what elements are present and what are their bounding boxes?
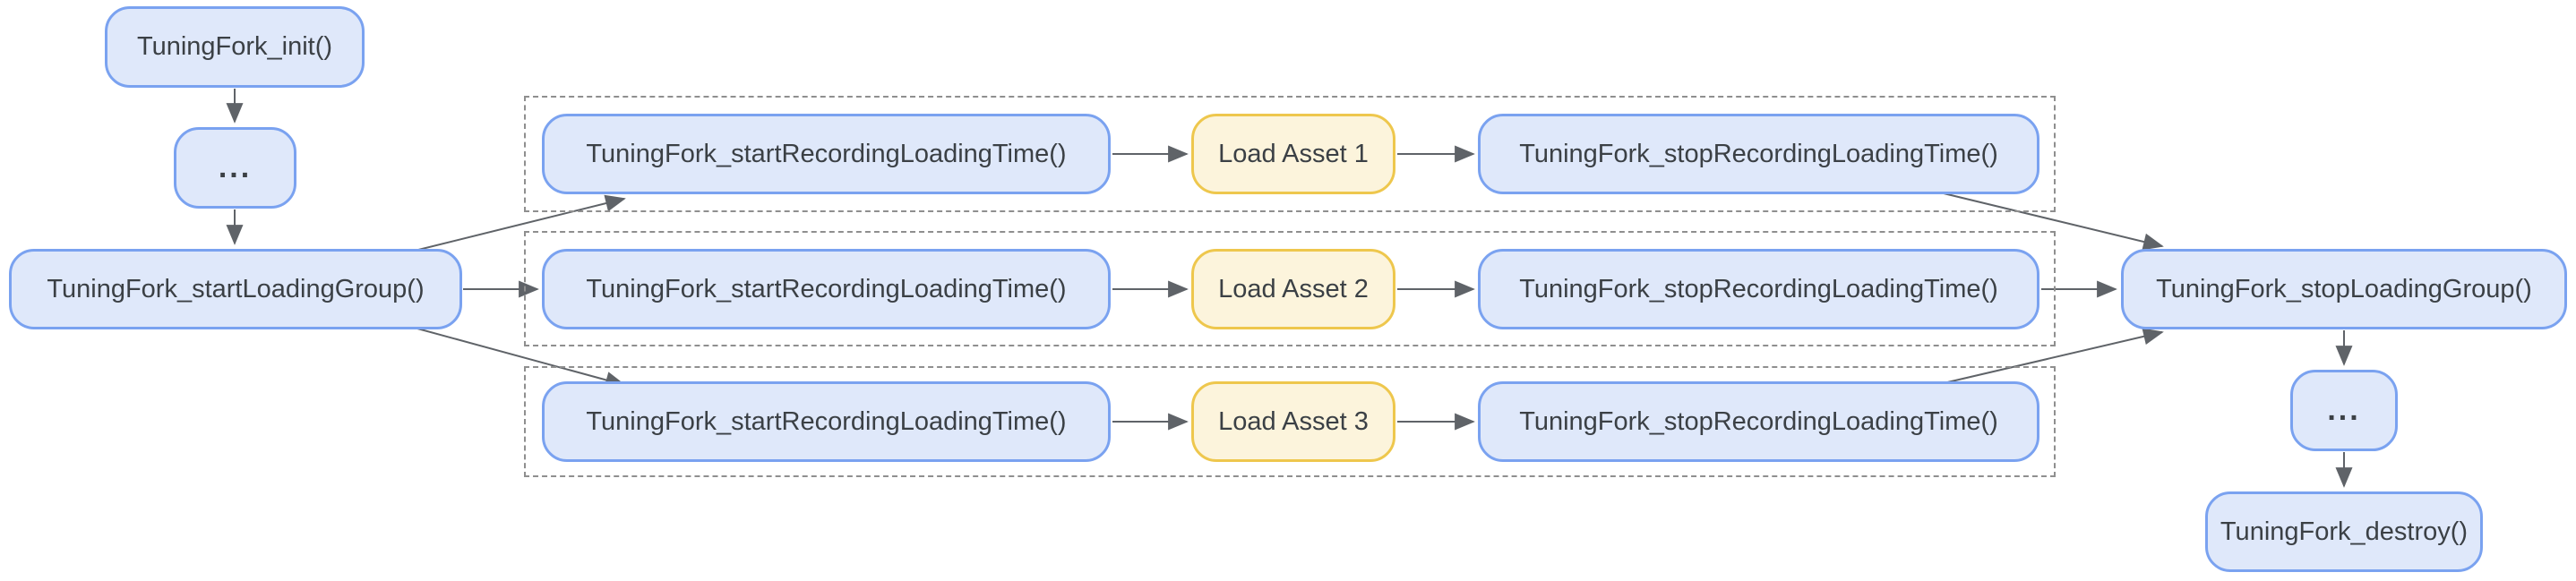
loading-group-row-1: [524, 96, 2056, 212]
node-stop-loading-group: TuningFork_stopLoadingGroup(): [2121, 249, 2567, 329]
node-tuningfork-init: TuningFork_init(): [105, 6, 365, 88]
node-tuningfork-destroy: TuningFork_destroy(): [2205, 491, 2483, 572]
loading-group-row-3: [524, 366, 2056, 477]
node-start-recording-2: TuningFork_startRecordingLoadingTime(): [542, 249, 1111, 329]
node-ellipsis-top: ...: [174, 127, 296, 209]
node-start-recording-1: TuningFork_startRecordingLoadingTime(): [542, 114, 1111, 194]
node-load-asset-3: Load Asset 3: [1191, 381, 1395, 462]
node-start-loading-group: TuningFork_startLoadingGroup(): [9, 249, 462, 329]
node-load-asset-2: Load Asset 2: [1191, 249, 1395, 329]
node-stop-recording-2: TuningFork_stopRecordingLoadingTime(): [1478, 249, 2039, 329]
node-start-recording-3: TuningFork_startRecordingLoadingTime(): [542, 381, 1111, 462]
node-stop-recording-1: TuningFork_stopRecordingLoadingTime(): [1478, 114, 2039, 194]
node-load-asset-1: Load Asset 1: [1191, 114, 1395, 194]
node-stop-recording-3: TuningFork_stopRecordingLoadingTime(): [1478, 381, 2039, 462]
node-ellipsis-bottom: ...: [2290, 370, 2398, 451]
